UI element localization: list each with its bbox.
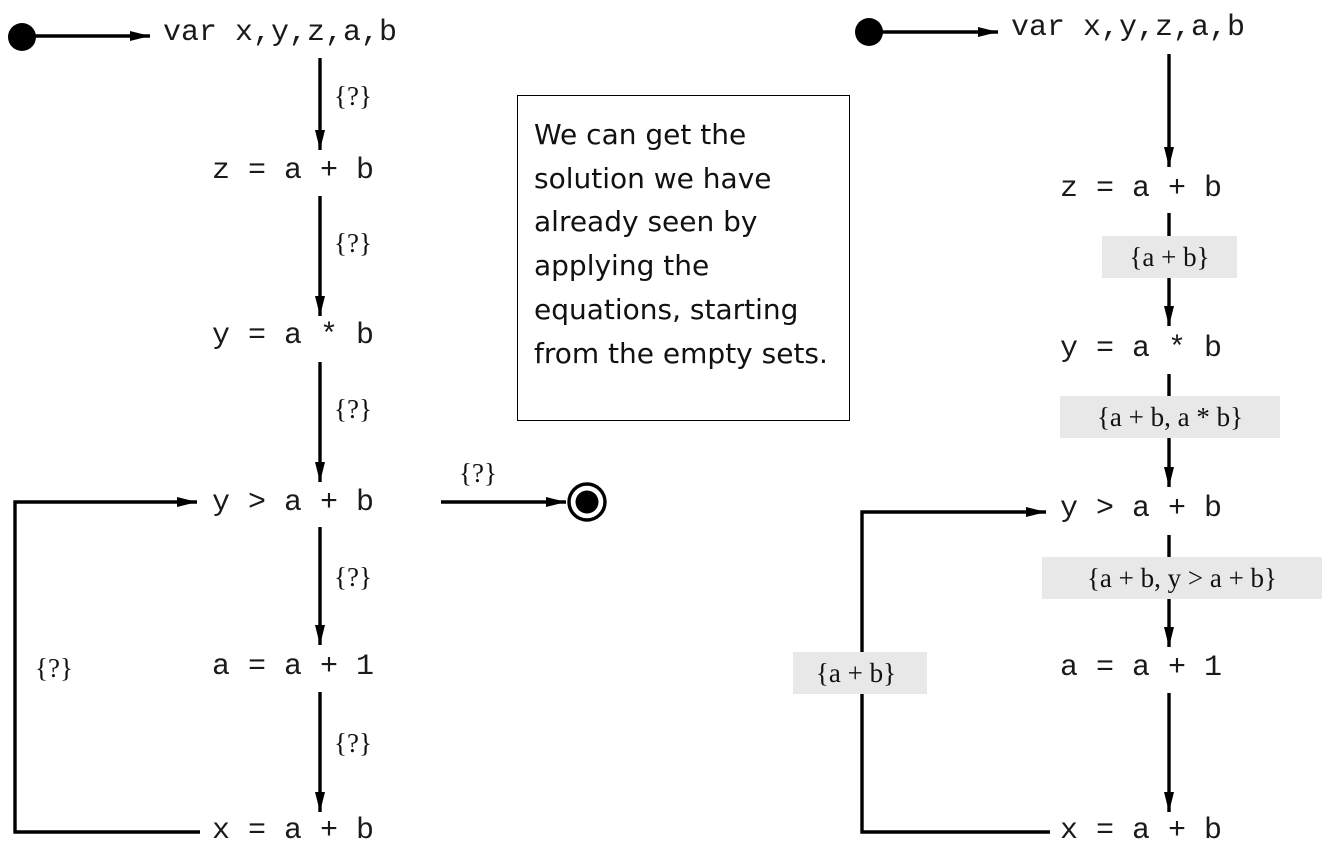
explanation-callout: We can get the solution we have already … (517, 95, 850, 421)
right-start-node (855, 18, 883, 46)
right-set-back-edge: {a + b} (816, 658, 896, 688)
right-set-box-back-edge (793, 652, 927, 694)
left-back-edge (13, 497, 200, 834)
left-stmt-condition: y > a + b (212, 486, 374, 520)
right-decl-statement: var x,y,z,a,b (1011, 11, 1245, 45)
left-set-z-y: {?} (334, 228, 372, 258)
left-end-node-inner (575, 490, 599, 514)
right-stmt-z-assign: z = a + b (1060, 172, 1222, 206)
left-stmt-a-increment: a = a + 1 (212, 650, 374, 684)
right-flow-graph: var x,y,z,a,b z = a + b y = a * b y > a … (793, 11, 1322, 846)
left-set-back-edge: {?} (35, 653, 73, 683)
explanation-text: We can get the solution we have already … (534, 118, 828, 370)
right-set-z-y: {a + b} (1129, 242, 1209, 272)
right-set-box-cond-a (1042, 557, 1322, 599)
left-stmt-x-assign: x = a + b (212, 814, 374, 846)
left-end-node-outer (567, 482, 607, 522)
left-stmt-y-assign: y = a * b (212, 319, 374, 353)
left-set-y-cond: {?} (334, 394, 372, 424)
right-set-box-y-cond (1060, 396, 1280, 438)
left-set-cond-a: {?} (334, 562, 372, 592)
left-start-node (8, 23, 36, 51)
right-set-cond-a: {a + b, y > a + b} (1087, 563, 1277, 593)
right-stmt-x-assign: x = a + b (1060, 814, 1222, 846)
left-set-exit: {?} (459, 458, 497, 488)
right-stmt-condition: y > a + b (1060, 492, 1222, 526)
right-set-box-z-y (1102, 236, 1237, 278)
left-set-a-x: {?} (334, 728, 372, 758)
left-flow-graph: var x,y,z,a,b z = a + b y = a * b y > a … (8, 16, 607, 846)
right-stmt-a-increment: a = a + 1 (1060, 651, 1222, 685)
left-set-decl-z: {?} (334, 81, 372, 111)
right-stmt-y-assign: y = a * b (1060, 332, 1222, 366)
right-set-y-cond: {a + b, a * b} (1097, 402, 1243, 432)
left-decl-statement: var x,y,z,a,b (163, 16, 397, 50)
left-stmt-z-assign: z = a + b (212, 154, 374, 188)
